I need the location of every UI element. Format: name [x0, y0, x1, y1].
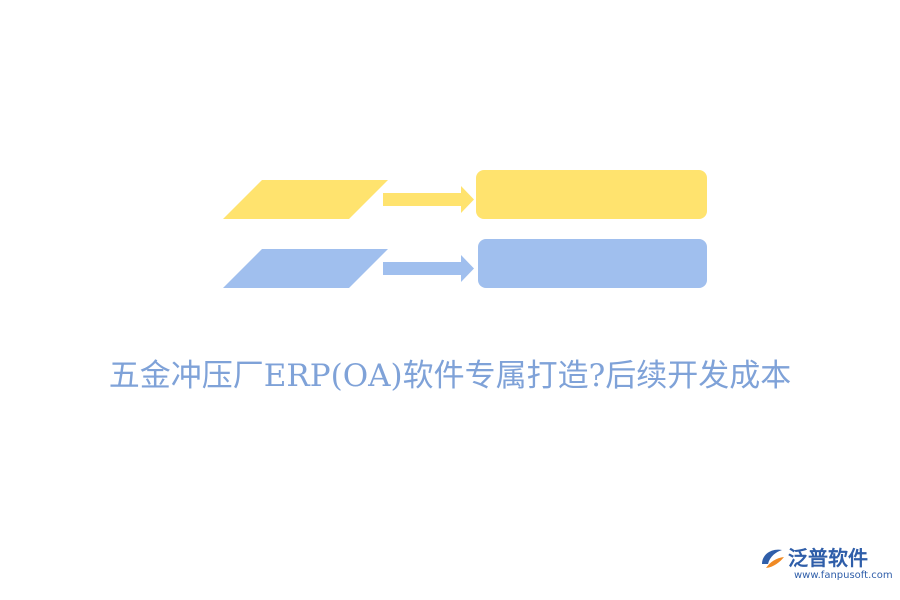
brand-name: 泛普软件 — [788, 546, 868, 570]
row-2-input-parallelogram — [223, 249, 388, 288]
brand-url: www.fanpusoft.com — [794, 570, 893, 581]
flow-row-1 — [223, 170, 707, 219]
row-1-arrow-icon — [383, 186, 474, 213]
row-1-output-box — [476, 170, 707, 219]
row-1-input-parallelogram — [223, 180, 388, 219]
fanpu-logo-icon — [762, 549, 784, 568]
row-2-arrow-icon — [383, 255, 474, 282]
row-2-output-box — [478, 239, 707, 288]
brand-watermark: 泛普软件 www.fanpusoft.com — [758, 540, 893, 590]
page-title: 五金冲压厂ERP(OA)软件专属打造?后续开发成本 — [108, 358, 792, 394]
flow-row-2 — [223, 239, 707, 288]
